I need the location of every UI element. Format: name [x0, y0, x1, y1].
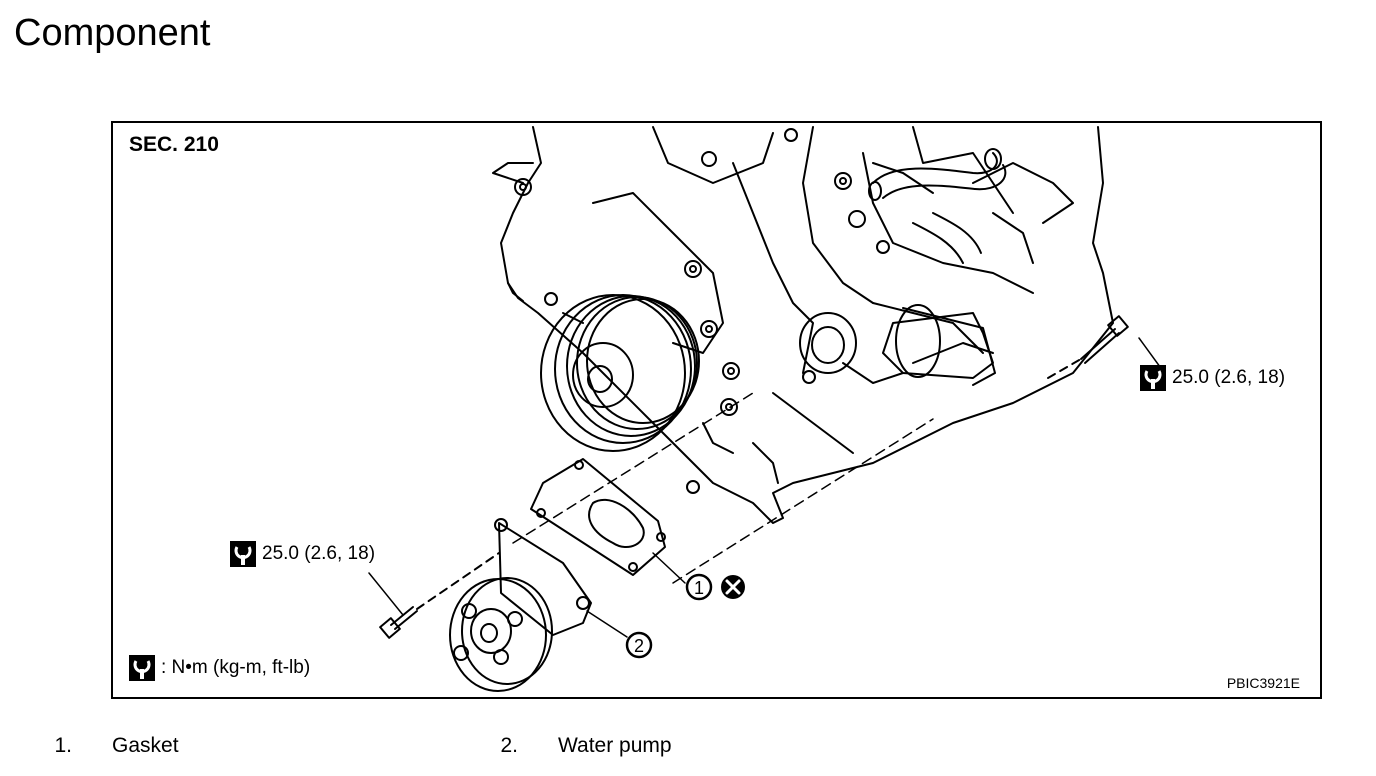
page-title: Component — [14, 12, 211, 54]
torque-value-left: 25.0 (2.6, 18) — [262, 543, 376, 564]
svg-text:2: 2 — [634, 636, 644, 656]
engine-water-pump-illustration: 1 2 — [368, 126, 1164, 692]
crankshaft-pulley — [540, 294, 700, 452]
block-bolts — [514, 128, 890, 494]
torque-wrench-icon — [1140, 365, 1166, 391]
gasket — [530, 458, 666, 576]
torque-legend: : N•m (kg-m, ft-lb) — [129, 655, 310, 681]
section-label: SEC. 210 — [129, 133, 219, 156]
torque-spec-left: 25.0 (2.6, 18) — [230, 541, 375, 567]
water-outlet-bolt — [1047, 315, 1129, 379]
torque-wrench-icon — [129, 655, 155, 681]
torque-spec-right: 25.0 (2.6, 18) — [1140, 365, 1285, 391]
callout-leaders — [368, 337, 1164, 638]
engine-block — [492, 126, 1114, 524]
callout-2: 2 — [625, 631, 653, 659]
part-number: 2. — [500, 734, 518, 757]
torque-wrench-icon — [230, 541, 256, 567]
do-not-reuse-icon — [721, 575, 745, 599]
assembly-lines — [512, 392, 934, 584]
svg-text:1: 1 — [694, 578, 704, 598]
callout-1: 1 — [685, 573, 713, 601]
torque-legend-text: : N•m (kg-m, ft-lb) — [161, 657, 311, 678]
part-name: Gasket — [112, 734, 179, 757]
figure-code: PBIC3921E — [1226, 675, 1300, 691]
part-number: 1. — [54, 734, 72, 757]
water-outlet — [799, 304, 996, 386]
part-name: Water pump — [558, 734, 672, 757]
water-pump — [449, 518, 592, 692]
component-figure: 1 2 SEC. 210 25.0 (2.6, 18) 25.0 (2.6, 1… — [111, 121, 1322, 699]
coolant-hoses — [868, 148, 1007, 264]
water-pump-bolt — [379, 552, 500, 639]
list-item: 2. Water pump — [466, 734, 672, 758]
list-item: 1. Gasket — [20, 734, 179, 758]
torque-value-right: 25.0 (2.6, 18) — [1172, 367, 1286, 388]
